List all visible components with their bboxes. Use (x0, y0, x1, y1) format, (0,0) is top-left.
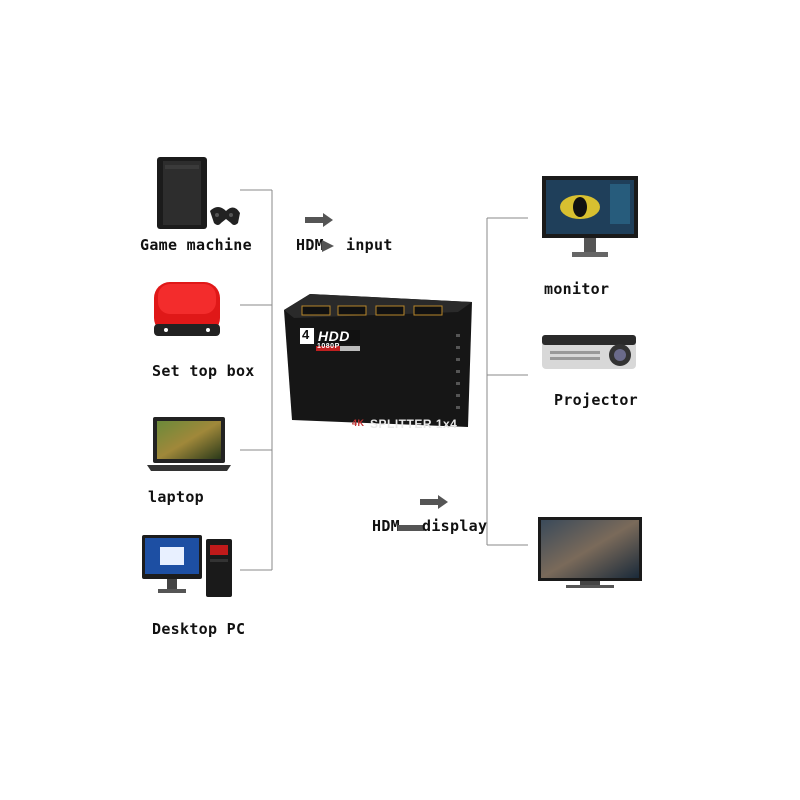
hdmi-input-label-right: input (346, 236, 393, 254)
projector-icon (540, 333, 640, 375)
splitter-badge-text: HDD (318, 328, 350, 344)
output-label-projector: Projector (554, 391, 638, 409)
hdmi-display-label-right: display (422, 517, 488, 535)
arrow-right-icon (305, 213, 333, 227)
output-label-monitor: monitor (544, 280, 610, 298)
splitter-title-accent: 4K (352, 418, 365, 428)
input-label-game-machine: Game machine (140, 236, 252, 254)
splitter-badge-number: 4 (302, 327, 310, 342)
input-label-desktop-pc: Desktop PC (152, 620, 246, 638)
hdmi-display-label-left: HDM (372, 517, 400, 535)
input-label-set-top-box: Set top box (152, 362, 255, 380)
hdmi-splitter (280, 292, 475, 432)
laptop-icon (145, 415, 233, 475)
desktop-pc-icon (140, 533, 240, 603)
game-console-icon (155, 155, 240, 235)
arrow-right-icon (420, 495, 448, 509)
arrow-bar-icon (398, 525, 424, 531)
tv-icon (536, 515, 644, 591)
monitor-icon (540, 174, 640, 260)
set-top-box-icon (152, 280, 222, 340)
splitter-title: SPLITTER 1x4 (370, 417, 458, 431)
hdmi-input-label-left: HDM (296, 236, 324, 254)
arrow-small-icon (322, 240, 334, 252)
splitter-sub-text: 1080P (317, 343, 340, 350)
input-label-laptop: laptop (148, 488, 204, 506)
